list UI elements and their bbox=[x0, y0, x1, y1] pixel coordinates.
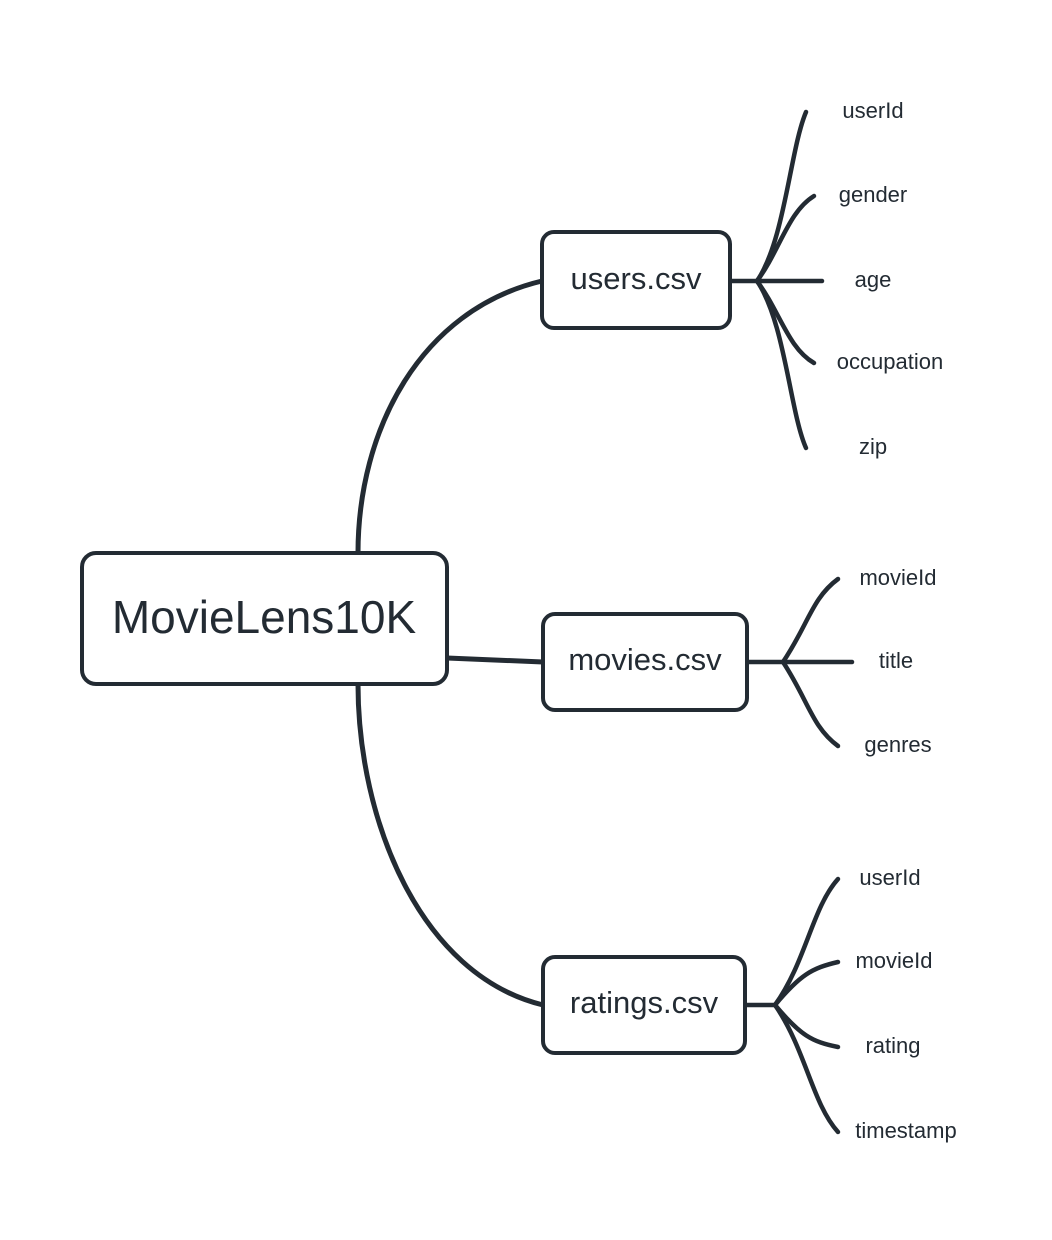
branch-node-movies[interactable]: movies.csv bbox=[541, 612, 749, 712]
branch-node-movies-label: movies.csv bbox=[568, 642, 722, 677]
edge-movies-to-movieId bbox=[780, 576, 841, 665]
leaf-label-movies-genres: genres bbox=[864, 732, 931, 757]
leaf-label-users-userid: userId bbox=[842, 98, 903, 123]
branch-node-ratings[interactable]: ratings.csv bbox=[541, 955, 747, 1055]
edge-movies-to-genres bbox=[780, 659, 841, 749]
leaf-label-ratings-timestamp: timestamp bbox=[855, 1118, 956, 1143]
leaf-label-users-age: age bbox=[855, 267, 892, 292]
edge-users-to-zip bbox=[754, 278, 809, 451]
branch-node-ratings-label: ratings.csv bbox=[570, 985, 719, 1020]
branch-node-users-box[interactable] bbox=[540, 230, 732, 330]
edge-users-to-userId bbox=[754, 109, 809, 284]
branch-node-movies-box[interactable] bbox=[541, 612, 749, 712]
leaf-label-movies-movieid: movieId bbox=[859, 565, 936, 590]
leaf-label-users-occupation: occupation bbox=[837, 349, 943, 374]
edge-ratings-to-userId bbox=[772, 876, 841, 1008]
edge-ratings-to-rating bbox=[772, 1002, 841, 1050]
leaf-label-users-gender: gender bbox=[839, 182, 908, 207]
edge-root-to-users bbox=[355, 278, 545, 556]
edge-users-to-gender bbox=[754, 193, 817, 284]
root-node-label: MovieLens10K bbox=[112, 591, 417, 643]
leaf-label-ratings-rating: rating bbox=[865, 1033, 920, 1058]
edge-ratings-to-movieId bbox=[772, 959, 841, 1008]
root-node[interactable]: MovieLens10K bbox=[80, 551, 449, 686]
leaf-label-ratings-userid: userId bbox=[859, 865, 920, 890]
edge-root-to-movies bbox=[444, 655, 546, 665]
leaf-label-movies-title: title bbox=[879, 648, 913, 673]
edge-root-to-ratings bbox=[355, 681, 546, 1008]
branch-node-users-label: users.csv bbox=[571, 261, 702, 296]
branch-node-ratings-box[interactable] bbox=[541, 955, 747, 1055]
leaf-label-ratings-movieid: movieId bbox=[855, 948, 932, 973]
edge-ratings-to-timestamp bbox=[772, 1002, 841, 1135]
branch-node-users[interactable]: users.csv bbox=[540, 230, 732, 330]
leaf-label-users-zip: zip bbox=[859, 434, 887, 459]
root-node-box[interactable] bbox=[80, 551, 449, 686]
